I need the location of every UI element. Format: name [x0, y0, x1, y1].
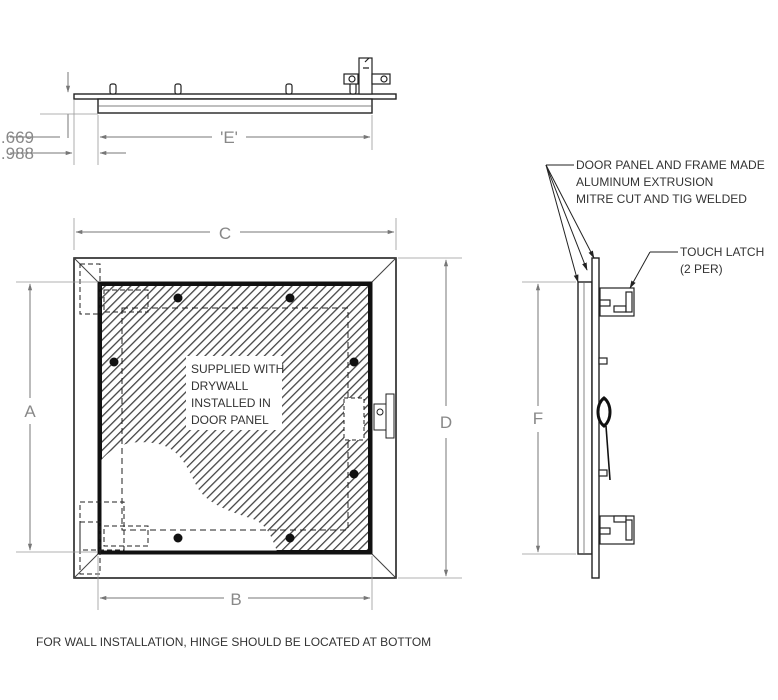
dim-f-label: F [533, 409, 543, 428]
touch-latch-note-1: TOUCH LATCH [680, 245, 764, 259]
dim-e-label: 'E' [220, 128, 238, 147]
panel-note-line-2: DRYWALL [191, 379, 249, 393]
safety-cable [596, 396, 612, 481]
front-latch [343, 393, 395, 441]
dim-d-label: D [440, 413, 452, 432]
hinge-hidden-lines [79, 263, 149, 575]
dim-c-label: C [219, 224, 231, 243]
dim-988-label: .988 [1, 144, 34, 163]
top-studs [109, 79, 357, 95]
side-studs [598, 357, 608, 477]
fastener-dots [109, 293, 359, 543]
touch-latch-lower [599, 515, 635, 545]
panel-material-note-2: ALUMINUM EXTRUSION [576, 175, 713, 189]
side-panel [577, 281, 593, 555]
top-view: 'E' .669 .988 [1, 57, 397, 165]
panel-note-line-1: SUPPLIED WITH [191, 362, 284, 376]
touch-latch-note-2: (2 PER) [680, 262, 723, 276]
drywall-note-box [186, 356, 282, 430]
panel-material-note-3: MITRE CUT AND TIG WELDED [576, 192, 747, 206]
footer-note: FOR WALL INSTALLATION, HINGE SHOULD BE L… [36, 635, 431, 649]
side-view: F DOOR PANEL AND FRAME MADE ALUMINUM EXT… [522, 158, 765, 579]
panel-material-note-1: DOOR PANEL AND FRAME MADE [576, 158, 765, 172]
dim-669-label: .669 [1, 128, 34, 147]
front-view: C [16, 218, 462, 610]
panel-note-line-4: DOOR PANEL [191, 413, 269, 427]
cutaway-reveal [101, 442, 277, 551]
top-flange [73, 93, 397, 100]
panel-note-line-3: INSTALLED IN [191, 396, 271, 410]
hidden-frame-line [121, 307, 349, 531]
touch-latch-upper [599, 287, 635, 317]
dim-a-label: A [24, 402, 36, 421]
dim-b-label: B [230, 590, 241, 609]
top-latch [343, 57, 391, 95]
